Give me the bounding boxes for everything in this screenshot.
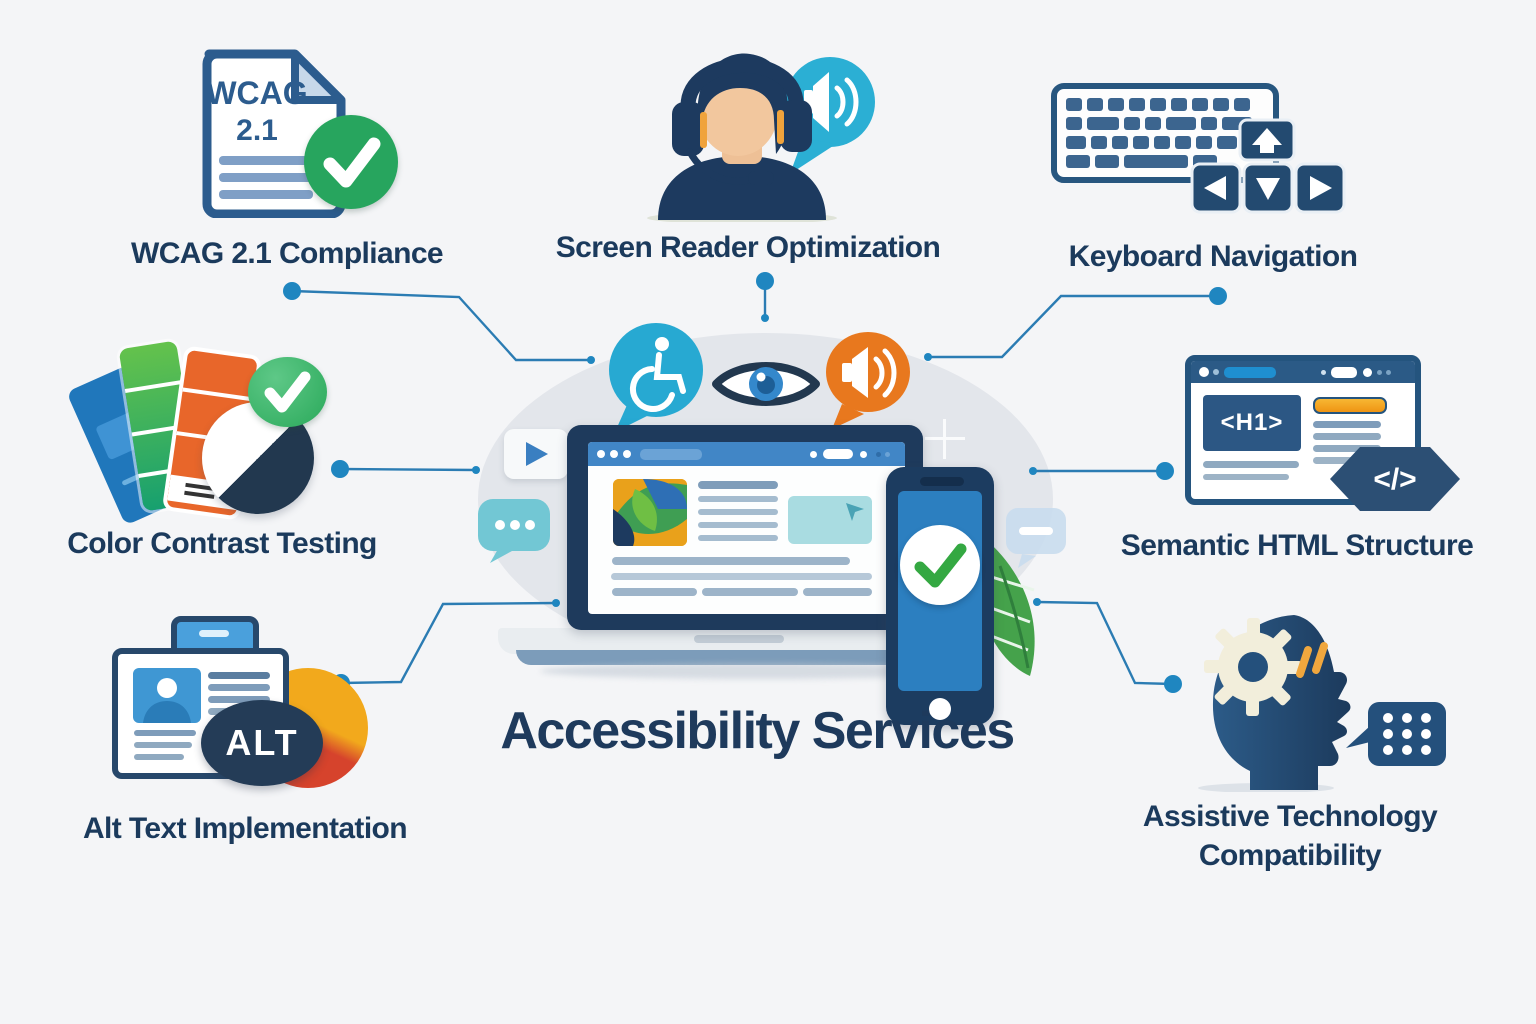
color-contrast-label: Color Contrast Testing: [67, 527, 377, 560]
browser-h1-icon: <H1> </>: [1185, 355, 1475, 520]
gear-icon: [1204, 618, 1302, 716]
semantic-html-label: Semantic HTML Structure: [1120, 529, 1474, 562]
h1-tag-text: <H1>: [1220, 409, 1284, 436]
color-swatches-icon: [66, 338, 345, 533]
head-gear-icon: [1196, 610, 1448, 792]
wcag-doc-title: WCAG: [206, 75, 307, 111]
laptop-screen: [567, 425, 923, 630]
phone-illustration: [886, 467, 994, 725]
laptop-base-stripe: [516, 650, 968, 665]
wcag-document-icon: WCAG 2.1: [195, 46, 405, 226]
browser-top-bar: [1191, 361, 1415, 383]
webpage-image: [613, 479, 687, 546]
id-card-icon: ALT: [98, 608, 368, 808]
braille-speech-icon: [1346, 702, 1446, 766]
play-card-icon: [504, 429, 568, 479]
dash-bubble-icon: [1004, 506, 1070, 568]
browser-bar: [588, 442, 905, 466]
image-placeholder: [133, 668, 201, 723]
arrow-keys-icon: [1190, 118, 1346, 214]
alt-text-label: Alt Text Implementation: [82, 812, 408, 845]
h1-panel: <H1>: [1203, 395, 1301, 451]
wcag-doc-version: 2.1: [236, 114, 278, 147]
page-title: Accessibility Services: [500, 702, 1015, 760]
code-glyph-text: </>: [1373, 463, 1416, 496]
teal-card: [788, 496, 872, 544]
eye-icon: [710, 352, 822, 416]
alt-badge-icon: ALT: [201, 700, 323, 786]
phone-home-button: [929, 698, 951, 720]
contrast-check-badge-icon: [248, 357, 327, 427]
speaker-bubble-icon: [822, 330, 912, 430]
keyboard-icon: [1050, 82, 1350, 217]
crosshair-decoration: [925, 419, 965, 459]
alt-badge-text: ALT: [225, 722, 299, 763]
code-tag-icon: </>: [1328, 445, 1462, 513]
ellipsis-bubble-icon: [476, 497, 556, 563]
check-badge-icon: [304, 115, 398, 209]
wheelchair-bubble-icon: [605, 321, 707, 433]
screen-reader-icon: [630, 40, 880, 222]
keyboard-label: Keyboard Navigation: [1068, 240, 1358, 273]
assistive-tech-label: Assistive Technology Compatibility: [1142, 800, 1438, 872]
screen-reader-label: Screen Reader Optimization: [555, 231, 941, 264]
phone-check-icon: [900, 525, 980, 605]
wcag-label: WCAG 2.1 Compliance: [131, 237, 444, 270]
